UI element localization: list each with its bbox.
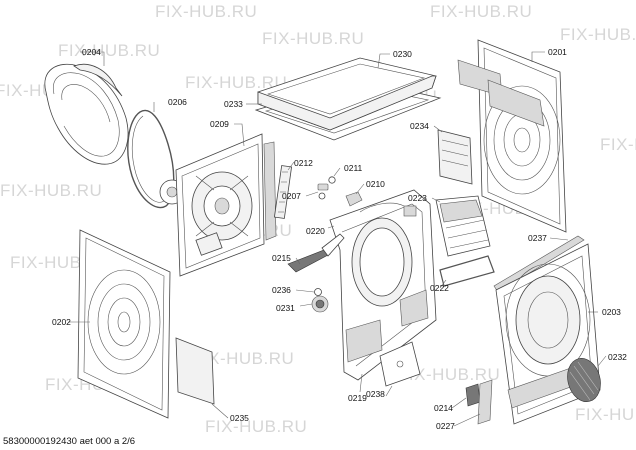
watermark-text: FIX-HUB.RU: [262, 29, 364, 48]
callout-0222: 0222: [430, 283, 449, 293]
callout-0223: 0223: [408, 193, 427, 203]
watermark-text: FIX-HUB.RU: [430, 2, 532, 21]
watermark-text: FIX-HUB.RU: [58, 41, 160, 60]
callout-0209: 0209: [210, 119, 229, 129]
callout-0211: 0211: [344, 163, 363, 173]
callout-0238: 0238: [366, 389, 385, 399]
callout-0202: 0202: [52, 317, 71, 327]
part-0238-pad: [379, 341, 421, 387]
part-0235-mat: [175, 337, 215, 405]
part-0212-strip: [273, 165, 293, 219]
callout-0220: 0220: [306, 226, 325, 236]
callout-0207: 0207: [282, 191, 301, 201]
callout-0203: 0203: [602, 307, 621, 317]
part-0211-clip: [328, 176, 336, 184]
watermark-text: FIX-HUB.RU: [560, 25, 636, 44]
callout-0230: 0230: [393, 49, 412, 59]
part-0209-rear-cover: [175, 133, 277, 277]
part-0234-mat: [437, 129, 473, 185]
callout-0234: 0234: [410, 121, 429, 131]
watermark-text: FIX-HUB.RU: [600, 135, 636, 154]
part-0206-belt: [127, 109, 185, 209]
callout-0237: 0237: [528, 233, 547, 243]
callout-0236: 0236: [272, 285, 291, 295]
callout-0233: 0233: [224, 99, 243, 109]
part-0207-sensor: [317, 183, 329, 200]
callout-0206: 0206: [168, 97, 187, 107]
part-0201-side-panel: [457, 39, 567, 233]
callout-0210: 0210: [366, 179, 385, 189]
part-0222-seal: [439, 255, 495, 287]
part-0210-sensor: [345, 191, 363, 207]
document-reference: 58300000192430 aet 000 a 2/6: [3, 436, 136, 447]
callout-0201: 0201: [548, 47, 567, 57]
watermark-text: FIX-HUB.RU: [575, 405, 636, 424]
callout-0212: 0212: [294, 158, 313, 168]
part-0220-bearing-shield: [329, 189, 437, 381]
watermark-text: FIX-HUB.RU: [398, 365, 500, 384]
watermark-text: FIX-HUB.RU: [185, 73, 287, 92]
callout-0235: 0235: [230, 413, 249, 423]
watermark-text: FIX-HUB.RU: [0, 181, 102, 200]
part-0204-seal: [44, 63, 129, 165]
callout-0231: 0231: [276, 303, 295, 313]
callout-labels: 0204 0206 0209 0233 0230 0201 0234 0212 …: [52, 47, 627, 431]
watermark-text: FIX-HUB.RU: [205, 417, 307, 436]
part-0236-washer: [314, 288, 322, 296]
leader-lines: [68, 51, 607, 427]
callout-0204: 0204: [82, 47, 101, 57]
part-0214-lock: [465, 383, 481, 407]
callout-0219: 0219: [348, 393, 367, 403]
part-0202-side-panel: [77, 229, 171, 419]
part-0231-knob: [311, 295, 329, 313]
part-0223-filter: [435, 195, 491, 257]
callout-0214: 0214: [434, 403, 453, 413]
callout-0215: 0215: [272, 253, 291, 263]
part-0203-front-panel: [495, 243, 601, 425]
callout-0232: 0232: [608, 352, 627, 362]
callout-0227: 0227: [436, 421, 455, 431]
watermark-text: FIX-HUB.RU: [155, 2, 257, 21]
part-0215-handle: [287, 233, 345, 273]
part-0227-hook: [477, 379, 493, 425]
watermark-text: FIX-HUB.RU: [192, 349, 294, 368]
